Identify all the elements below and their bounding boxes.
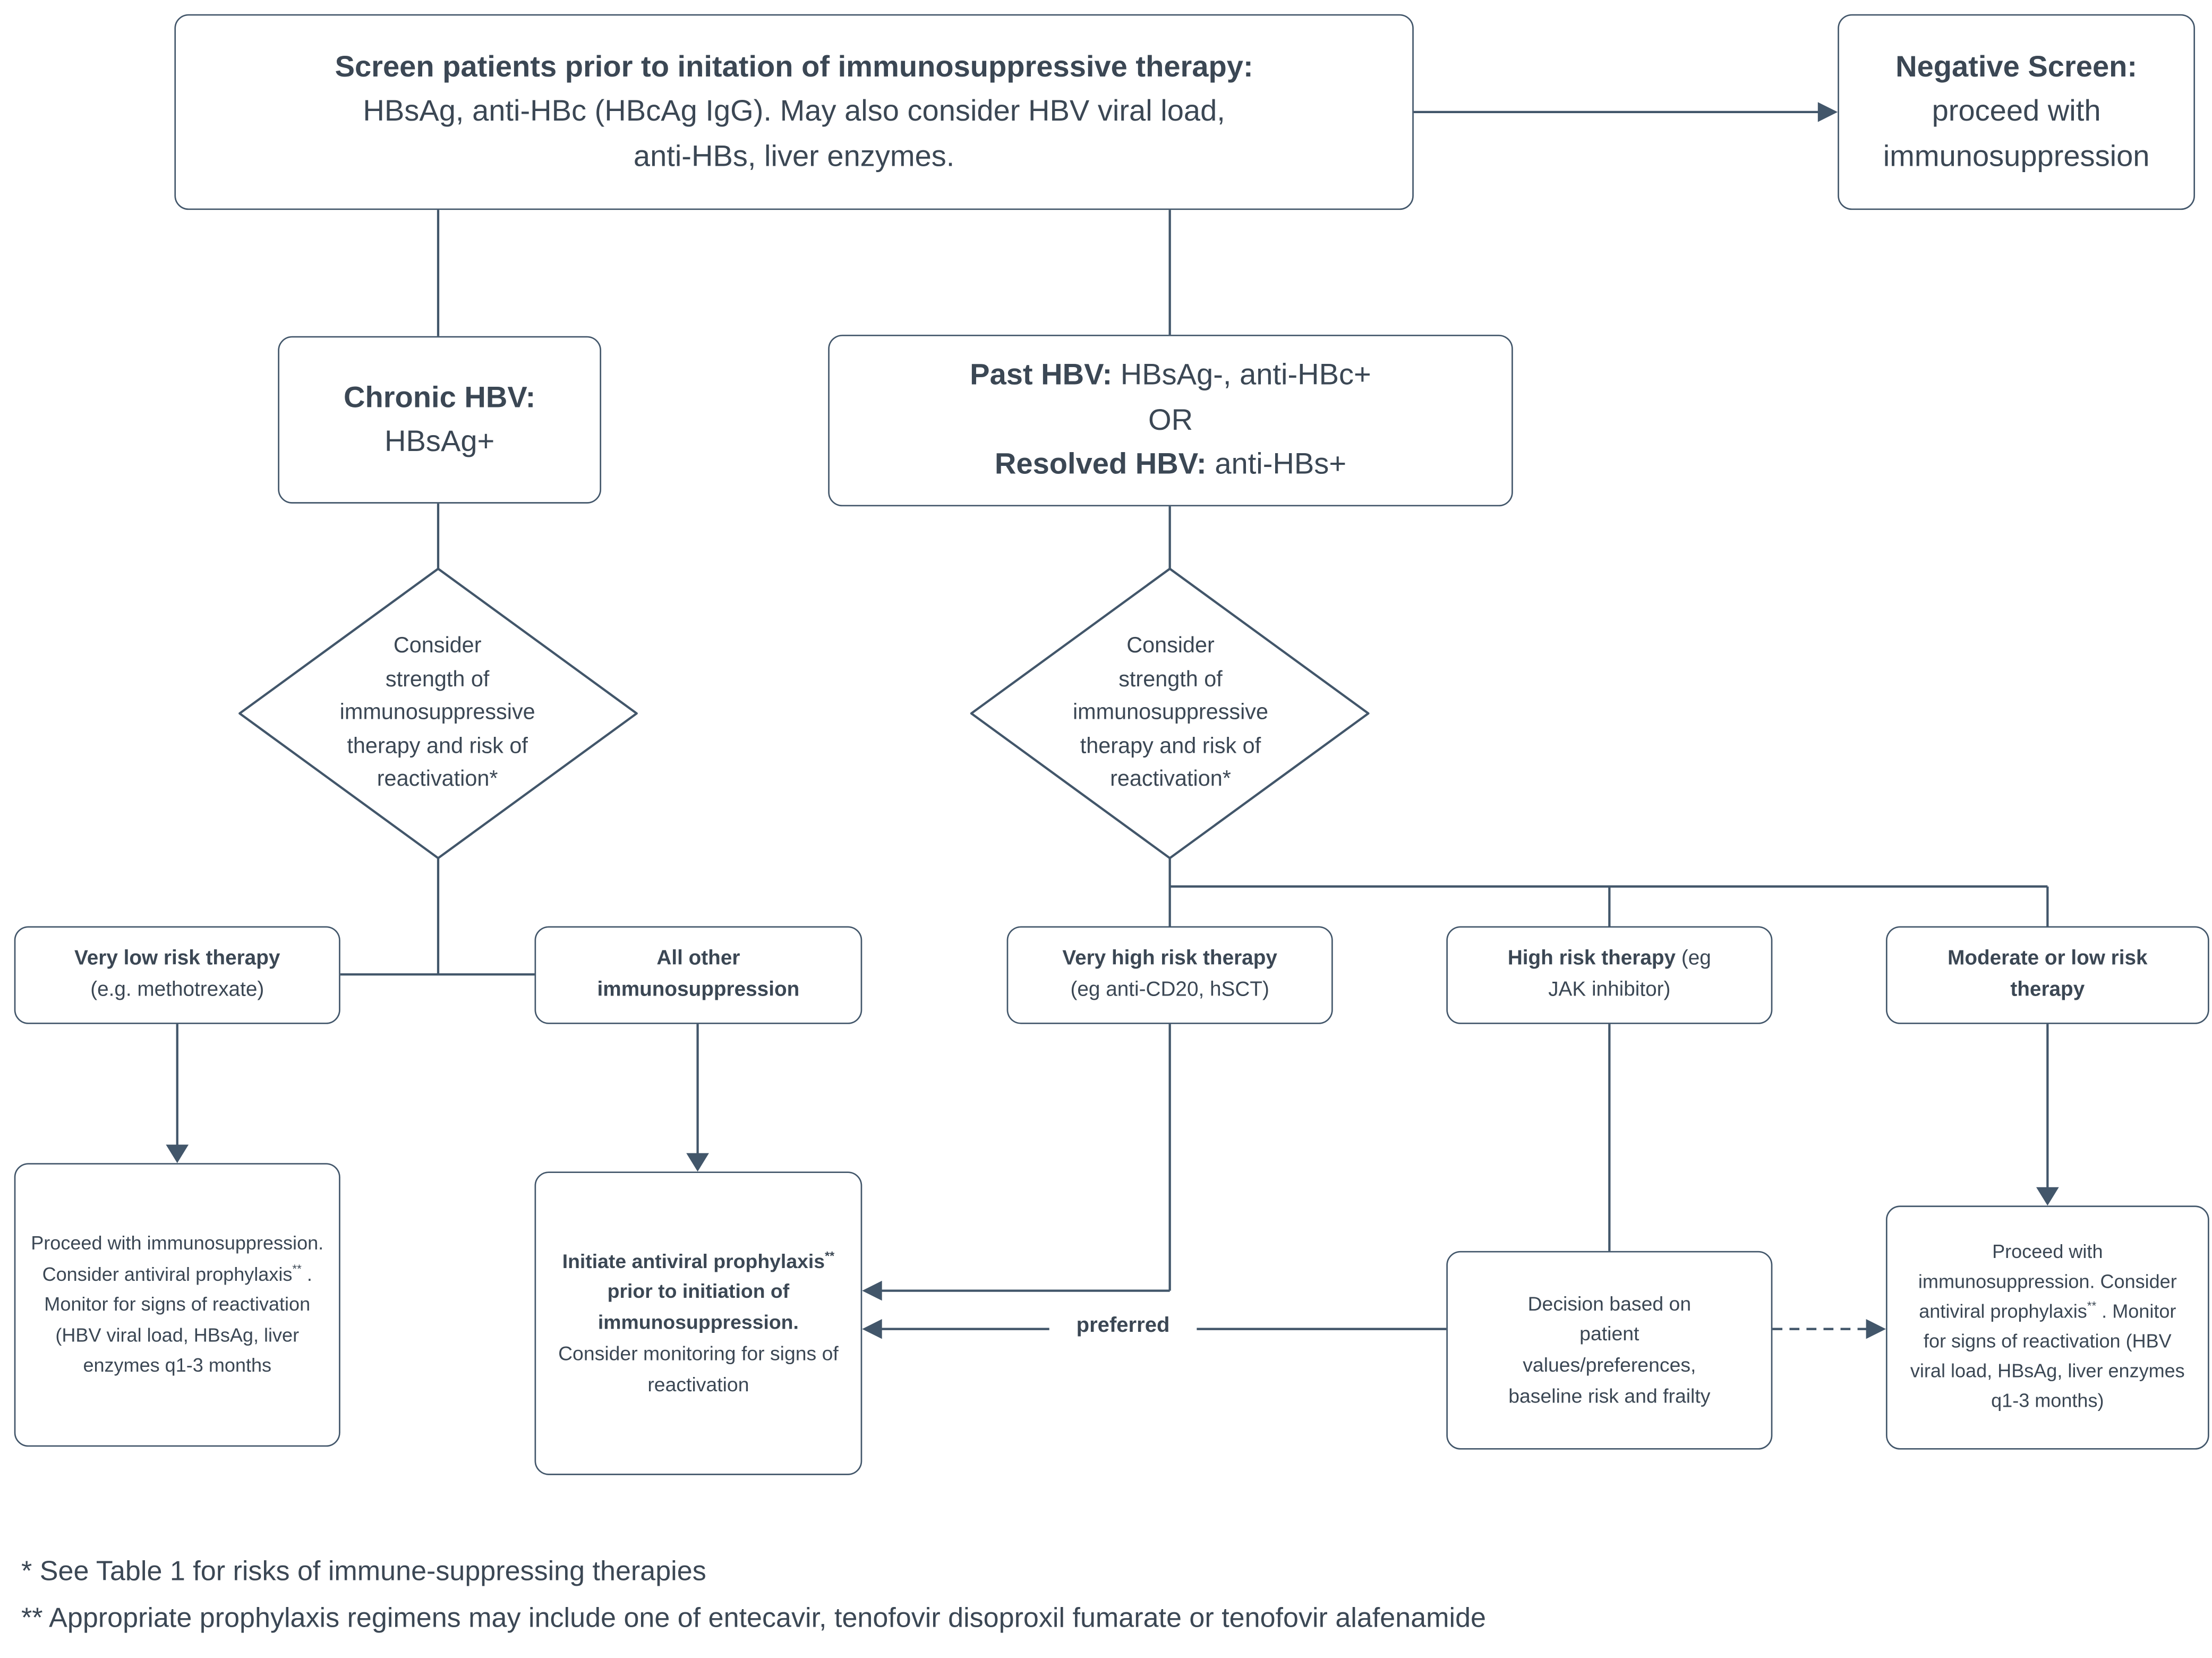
left-diamond-l2: strength of [385,667,490,692]
moderate-low-risk-node: Moderate or low risk therapy [1885,926,2209,1024]
very-low-risk-node: Very low risk therapy (e.g. methotrexate… [14,926,340,1024]
proceedR-p2: . Monitor for signs of reactivation (HBV… [1910,1300,2185,1412]
preferred-label: preferred [1049,1312,1197,1339]
screen-line1: HBsAg, anti-HBc (HBcAg IgG). May also co… [363,95,1225,128]
proceedL-asterisks: ** [292,1261,302,1276]
past-line1-rest: HBsAg-, anti-HBc+ [1112,359,1371,392]
past-line1: Past HBV: HBsAg-, anti-HBc+ [970,353,1371,398]
all-other-l2: immunosuppression [597,977,800,1001]
chronic-hbv-node: Chronic HBV: HBsAg+ [278,336,602,504]
all-other-l1: All other [656,948,740,971]
proceedR-text: Proceed with immunosuppression. Consider… [1906,1238,2189,1416]
arrowhead-proceed-left [166,1144,189,1163]
right-diamond-l4: therapy and risk of [1080,734,1261,759]
left-diamond-label: Consider strength of immunosuppressive t… [309,621,566,805]
very-low-title: Very low risk therapy [74,948,280,971]
chronic-value: HBsAg+ [385,425,495,458]
high-l1: High risk therapy (eg [1508,945,1711,975]
decision-l1: Decision based on [1527,1291,1692,1314]
negative-screen-node: Negative Screen: proceed with immunosupp… [1838,14,2196,210]
right-diamond-l5: reactivation* [1110,768,1231,792]
high-rest: (eg [1676,948,1711,971]
negative-line1: proceed with [1932,95,2101,128]
very-low-example: (e.g. methotrexate) [90,977,264,1001]
screen-line2: anti-HBs, liver enzymes. [633,140,955,173]
moderate-l1: Moderate or low risk [1948,948,2148,971]
arrowhead-proceed-right-top [2036,1187,2059,1206]
past-resolved-hbv-node: Past HBV: HBsAg-, anti-HBc+ OR Resolved … [828,335,1513,507]
very-high-risk-node: Very high risk therapy (eg anti-CD20, hS… [1006,926,1333,1024]
arrowhead-initiate-upper [862,1280,882,1301]
right-diamond-l1: Consider [1126,634,1215,659]
decision-l2: patient [1579,1322,1639,1345]
past-or: OR [1148,404,1193,437]
high-title: High risk therapy [1507,948,1676,971]
moderate-l2: therapy [2010,977,2085,1001]
initiate-normal: Consider monitoring for signs of reactiv… [558,1341,839,1395]
arrowhead-initiate-lower [862,1319,882,1339]
right-diamond-label: Consider strength of immunosuppressive t… [1042,621,1299,805]
proceed-monitor-right-node: Proceed with immunosuppression. Consider… [1885,1205,2209,1450]
proceedL-p1: Proceed with immunosuppression. Consider… [31,1232,324,1285]
initiate-asterisks: ** [825,1248,835,1263]
very-high-example: (eg anti-CD20, hSCT) [1070,977,1269,1001]
left-diamond-l4: therapy and risk of [347,734,528,759]
negative-line2: immunosuppression [1883,140,2150,173]
all-other-immunosuppression-node: All other immunosuppression [534,926,862,1024]
right-diamond-l2: strength of [1118,667,1223,692]
initiate-prophylaxis-node: Initiate antiviral prophylaxis** prior t… [534,1171,862,1475]
left-decision-diamond [238,567,638,860]
footnote-risk-table: * See Table 1 for risks of immune-suppre… [21,1555,706,1587]
left-diamond-l5: reactivation* [377,768,498,792]
proceedR-p1: Proceed with immunosuppression. Consider… [1918,1241,2177,1322]
past-line1-bold: Past HBV: [970,359,1113,392]
right-decision-diamond [970,567,1370,860]
footnote-prophylaxis-regimens: ** Appropriate prophylaxis regimens may … [21,1602,1487,1634]
high-risk-node: High risk therapy (eg JAK inhibitor) [1446,926,1773,1024]
right-diamond-l3: immunosuppressive [1072,701,1269,725]
initiate-text: Initiate antiviral prophylaxis** prior t… [553,1246,843,1400]
past-line3-rest: anti-HBs+ [1206,448,1347,481]
left-diamond-l1: Consider [393,634,482,659]
arrowhead-negative [1817,102,1838,122]
footnotes: * See Table 1 for risks of immune-suppre… [21,1549,2006,1642]
left-diamond-l3: immunosuppressive [339,701,535,725]
proceedL-p2: . Monitor for signs of reactivation (HBV… [44,1263,312,1376]
past-line3: Resolved HBV: anti-HBs+ [995,443,1346,488]
screen-patients-node: Screen patients prior to initation of im… [174,14,1414,210]
decision-l3: values/preferences, [1523,1353,1696,1376]
proceed-monitor-left-node: Proceed with immunosuppression. Consider… [14,1163,340,1447]
screen-title: Screen patients prior to initation of im… [335,50,1253,83]
initiate-b1: Initiate antiviral prophylaxis [562,1249,825,1272]
proceedL-text: Proceed with immunosuppression. Consider… [28,1228,326,1381]
high-l2: JAK inhibitor) [1548,977,1671,1001]
past-line3-bold: Resolved HBV: [994,448,1207,481]
arrowhead-initiate-top [686,1153,709,1172]
chronic-title: Chronic HBV: [343,380,536,414]
negative-title: Negative Screen: [1895,50,2138,83]
decision-patient-values-node: Decision based on patient values/prefere… [1446,1251,1773,1450]
decision-l4: baseline risk and frailty [1508,1383,1711,1407]
very-high-title: Very high risk therapy [1062,948,1277,971]
initiate-b2: prior to initiation of immunosuppression… [597,1280,799,1334]
proceedR-asterisks: ** [2087,1298,2097,1313]
arrowhead-proceed-right-side [1866,1319,1886,1339]
